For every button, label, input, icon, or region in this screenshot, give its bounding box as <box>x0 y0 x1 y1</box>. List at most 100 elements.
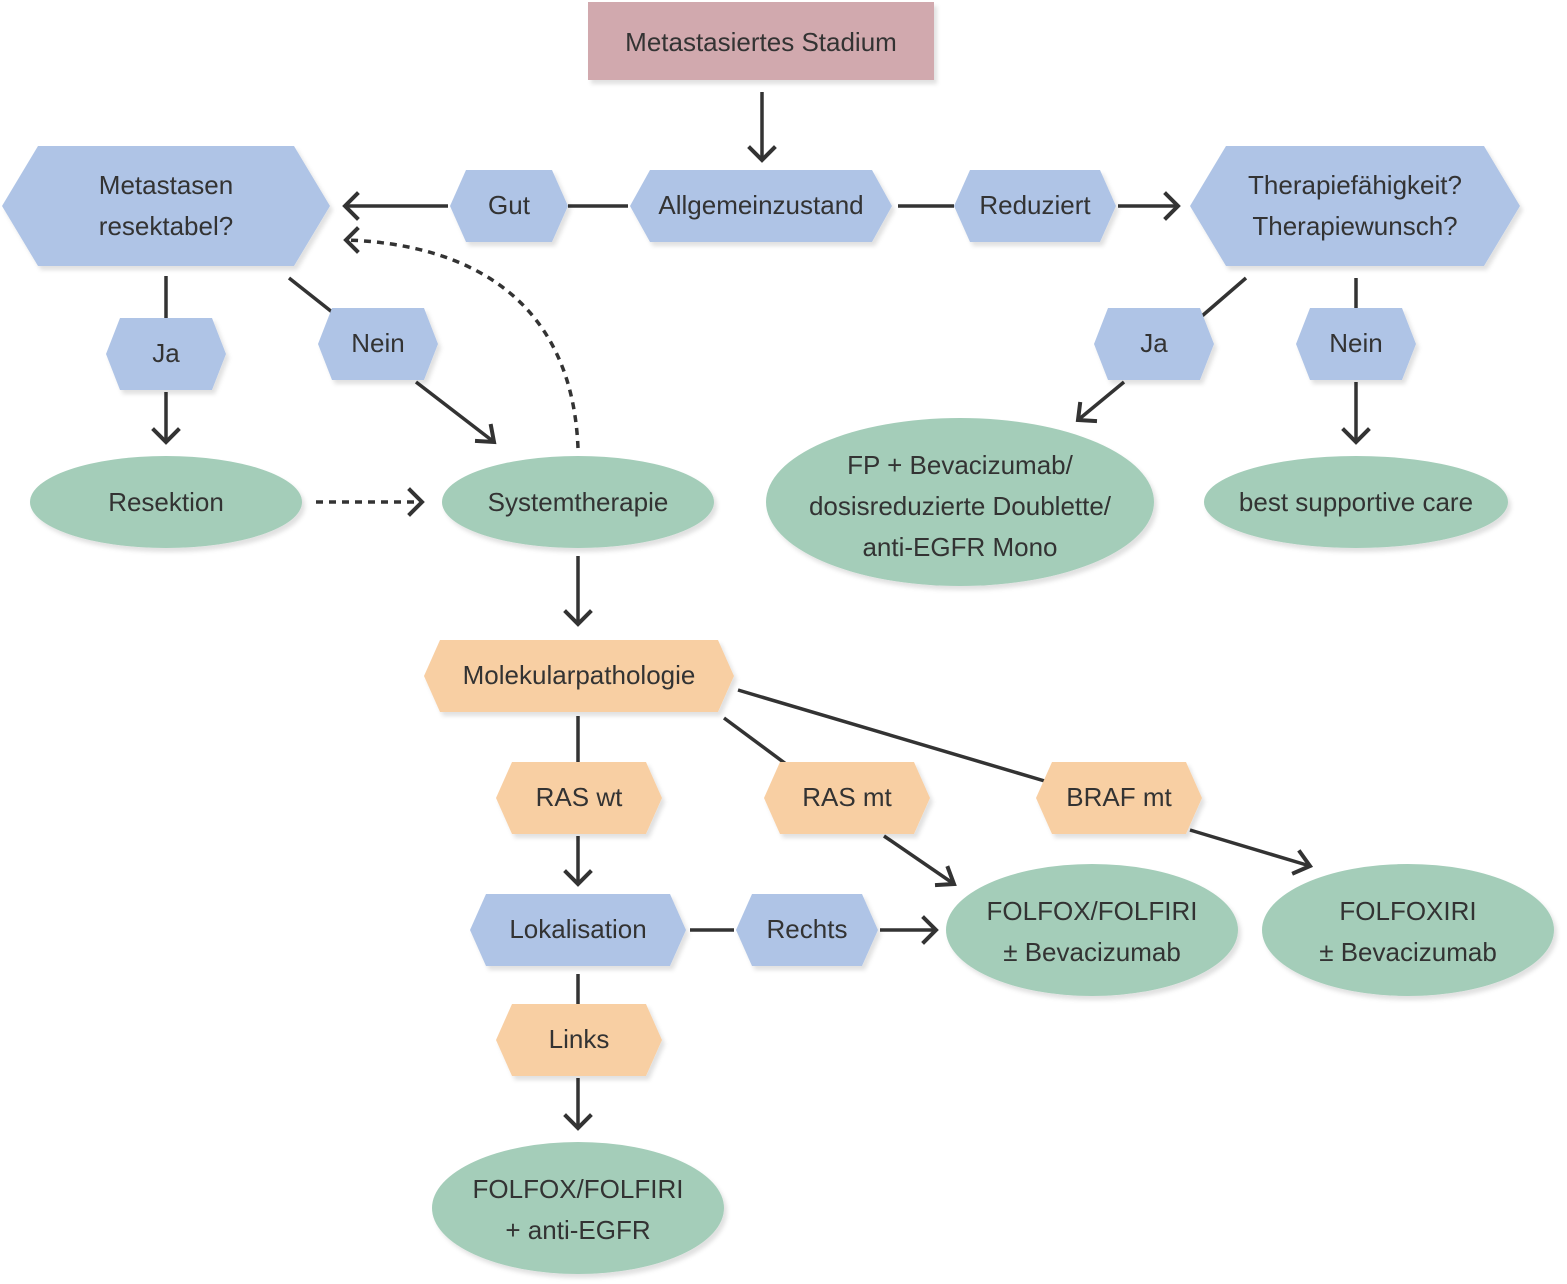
ja-left-hexagon <box>106 318 226 390</box>
arrowhead <box>563 869 593 887</box>
ras-mt-hexagon <box>764 762 930 834</box>
systemtherapie-label: Systemtherapie <box>488 487 669 517</box>
molekular-hexagon <box>424 640 734 712</box>
nein-left-node: Nein <box>318 308 438 380</box>
ras-mt-label: RAS mt <box>802 782 892 812</box>
gut-node: Gut <box>450 170 568 242</box>
edge-ja-to-fp <box>1076 380 1126 422</box>
links-hexagon <box>496 1004 662 1076</box>
folfoxiri-node: FOLFOXIRI ± Bevacizumab <box>1262 864 1554 996</box>
arrowhead <box>1075 401 1098 424</box>
folfoxiri-label-line1: FOLFOXIRI <box>1339 896 1476 926</box>
arrowhead <box>1341 427 1371 445</box>
nein-left-label: Nein <box>351 328 404 358</box>
folfox-egfr-ellipse <box>432 1142 724 1274</box>
arrowhead <box>934 865 957 888</box>
edges <box>151 92 1371 1131</box>
ras-wt-hexagon <box>496 762 662 834</box>
start-label: Metastasiertes Stadium <box>625 27 897 57</box>
folfox-bev-node: FOLFOX/FOLFIRI ± Bevacizumab <box>946 864 1238 996</box>
systemtherapie-node: Systemtherapie <box>442 456 714 548</box>
ja-right-label: Ja <box>1140 328 1168 358</box>
fp-bev-node: FP + Bevacizumab/ dosisreduzierte Double… <box>766 418 1154 586</box>
resektabel-label-line1: Metastasen <box>99 170 233 200</box>
arrowhead <box>407 487 425 517</box>
molekular-label: Molekularpathologie <box>463 660 696 690</box>
molekular-node: Molekularpathologie <box>424 640 734 712</box>
folfoxiri-label-line2: ± Bevacizumab <box>1319 937 1497 967</box>
resektion-node: Resektion <box>30 456 302 548</box>
reduziert-node: Reduziert <box>954 170 1116 242</box>
reduziert-label: Reduziert <box>979 190 1091 220</box>
edge-therapiefaehig-to-ja <box>1200 276 1248 318</box>
ja-right-node: Ja <box>1094 308 1214 380</box>
folfox-bev-label-line1: FOLFOX/FOLFIRI <box>987 896 1198 926</box>
fp-bev-label-line1: FP + Bevacizumab/ <box>847 450 1073 480</box>
arrowhead <box>151 427 181 445</box>
arrowhead <box>1291 849 1314 876</box>
resektabel-node: Metastasen resektabel? <box>2 146 330 266</box>
reduziert-hexagon <box>954 170 1116 242</box>
resektabel-label-line2: resektabel? <box>99 211 233 241</box>
arrowhead <box>474 423 497 445</box>
ja-left-label: Ja <box>152 338 180 368</box>
bsc-node: best supportive care <box>1204 456 1508 548</box>
fp-bev-label-line3: anti-EGFR Mono <box>862 532 1057 562</box>
lokalisation-hexagon <box>470 894 686 966</box>
folfox-bev-label-line2: ± Bevacizumab <box>1003 937 1181 967</box>
allgemein-node: Allgemeinzustand <box>630 170 892 242</box>
edge-ras-mt-to-folfox-bev <box>883 834 955 886</box>
nein-left-hexagon <box>318 308 438 380</box>
folfox-egfr-label-line2: + anti-EGFR <box>505 1215 650 1245</box>
edge-systemtherapie-to-resektabel <box>345 238 580 449</box>
nein-right-label: Nein <box>1329 328 1382 358</box>
links-label: Links <box>549 1024 610 1054</box>
folfox-bev-ellipse <box>946 864 1238 996</box>
ja-right-hexagon <box>1094 308 1214 380</box>
folfoxiri-ellipse <box>1262 864 1554 996</box>
nein-right-hexagon <box>1296 308 1416 380</box>
nein-right-node: Nein <box>1296 308 1416 380</box>
rechts-label: Rechts <box>767 914 848 944</box>
bsc-ellipse <box>1204 456 1508 548</box>
folfox-egfr-label-line1: FOLFOX/FOLFIRI <box>473 1174 684 1204</box>
bsc-label: best supportive care <box>1239 487 1473 517</box>
therapiefaehig-label-line1: Therapiefähigkeit? <box>1248 170 1462 200</box>
systemtherapie-ellipse <box>442 456 714 548</box>
resektion-label: Resektion <box>108 487 224 517</box>
braf-mt-hexagon <box>1036 762 1202 834</box>
rechts-node: Rechts <box>736 894 878 966</box>
gut-label: Gut <box>488 190 531 220</box>
allgemein-label: Allgemeinzustand <box>658 190 863 220</box>
gut-hexagon <box>450 170 568 242</box>
lokalisation-node: Lokalisation <box>470 894 686 966</box>
edge-resektabel-to-nein <box>287 276 334 314</box>
arrowhead <box>1163 191 1181 221</box>
resektabel-hexagon <box>2 146 330 266</box>
lokalisation-label: Lokalisation <box>509 914 646 944</box>
ras-mt-node: RAS mt <box>764 762 930 834</box>
arrowhead <box>563 1113 593 1131</box>
therapiefaehig-node: Therapiefähigkeit? Therapiewunsch? <box>1190 146 1520 266</box>
fp-bev-label-line2: dosisreduzierte Doublette/ <box>809 491 1112 521</box>
allgemein-hexagon <box>630 170 892 242</box>
edge-nein-to-systemtherapie <box>414 380 496 444</box>
fp-bev-ellipse <box>766 418 1154 586</box>
ras-wt-node: RAS wt <box>496 762 662 834</box>
arrowhead <box>563 609 593 627</box>
resektion-ellipse <box>30 456 302 548</box>
start-box <box>588 2 934 80</box>
braf-mt-node: BRAF mt <box>1036 762 1202 834</box>
rechts-hexagon <box>736 894 878 966</box>
arrowhead <box>342 191 360 221</box>
edge-molekular-to-braf-mt <box>737 688 1049 784</box>
arrowhead <box>747 145 777 163</box>
arrowhead <box>343 226 360 254</box>
start-node: Metastasiertes Stadium <box>588 2 934 80</box>
links-node: Links <box>496 1004 662 1076</box>
folfox-egfr-node: FOLFOX/FOLFIRI + anti-EGFR <box>432 1142 724 1274</box>
arrowhead <box>921 915 939 945</box>
therapiefaehig-hexagon <box>1190 146 1520 266</box>
